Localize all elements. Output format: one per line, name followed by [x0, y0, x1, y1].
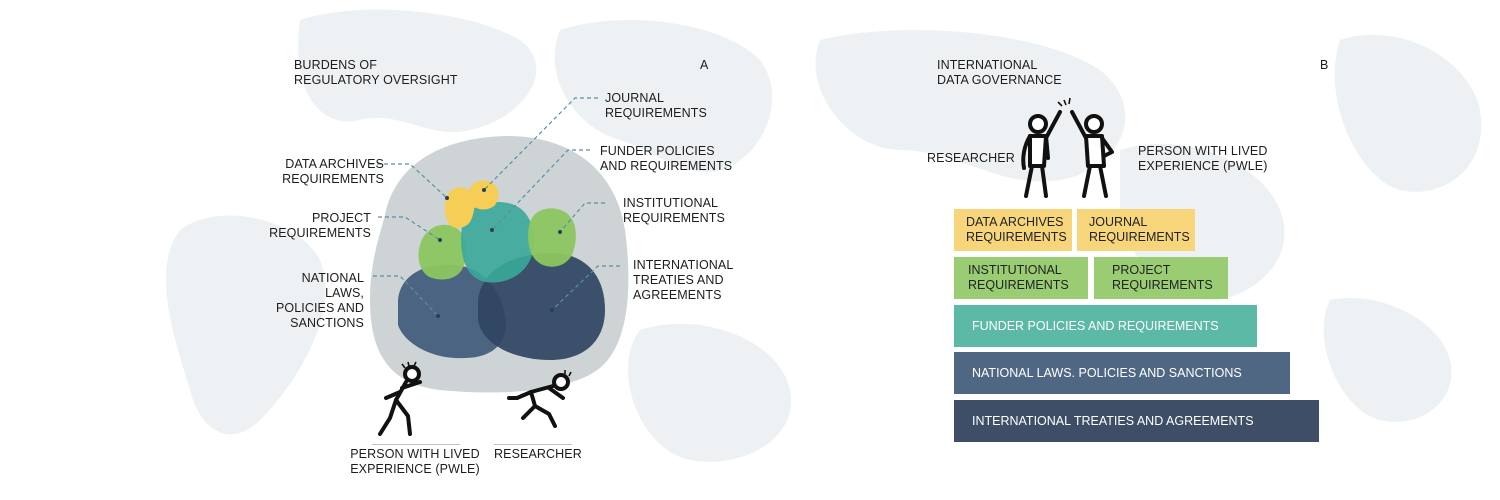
label-data-archives: DATA ARCHIVES REQUIREMENTS — [282, 157, 384, 186]
label-journal: JOURNAL REQUIREMENTS — [605, 91, 707, 120]
bar-data-archives: DATA ARCHIVES REQUIREMENTS — [954, 209, 1072, 251]
pwle-label-a: PERSON WITH LIVED EXPERIENCE (PWLE) — [350, 447, 480, 476]
label-international: INTERNATIONAL TREATIES AND AGREEMENTS — [633, 258, 734, 302]
bar-international: INTERNATIONAL TREATIES AND AGREEMENTS — [954, 400, 1319, 442]
label-institutional: INSTITUTIONAL REQUIREMENTS — [623, 196, 725, 225]
funder-shape — [461, 201, 534, 283]
panel-a-title: BURDENS OF REGULATORY OVERSIGHT — [294, 58, 458, 87]
pwle-label-b: PERSON WITH LIVED EXPERIENCE (PWLE) — [1138, 144, 1268, 173]
label-funder: FUNDER POLICIES AND REQUIREMENTS — [600, 144, 733, 173]
bar-project: PROJECT REQUIREMENTS — [1094, 257, 1228, 299]
institutional-shape — [528, 208, 576, 267]
pwle-underline — [372, 444, 460, 445]
panel-b-title: INTERNATIONAL DATA GOVERNANCE — [937, 58, 1062, 87]
researcher-struggling-figure — [507, 370, 572, 428]
researcher-label-b: RESEARCHER — [927, 151, 1015, 165]
panel-a-letter: A — [700, 58, 709, 72]
national-laws-shape — [398, 264, 506, 359]
researcher-label-a: RESEARCHER — [494, 447, 582, 461]
label-project: PROJECT REQUIREMENTS — [269, 211, 371, 240]
bar-journal: JOURNAL REQUIREMENTS — [1077, 209, 1195, 251]
bar-funder: FUNDER POLICIES AND REQUIREMENTS — [954, 305, 1257, 347]
label-national: NATIONAL LAWS, POLICIES AND SANCTIONS — [275, 271, 364, 330]
panel-b-letter: B — [1320, 58, 1329, 72]
bar-institutional: INSTITUTIONAL REQUIREMENTS — [954, 257, 1088, 299]
high-five-figures — [1021, 97, 1114, 198]
bar-national: NATIONAL LAWS. POLICIES AND SANCTIONS — [954, 352, 1290, 394]
pwle-struggling-figure — [378, 361, 422, 436]
journal-shape — [468, 180, 499, 210]
international-treaties-shape — [478, 252, 605, 360]
data-archives-shape — [444, 187, 475, 228]
project-shape — [418, 224, 466, 280]
researcher-underline — [494, 444, 572, 445]
